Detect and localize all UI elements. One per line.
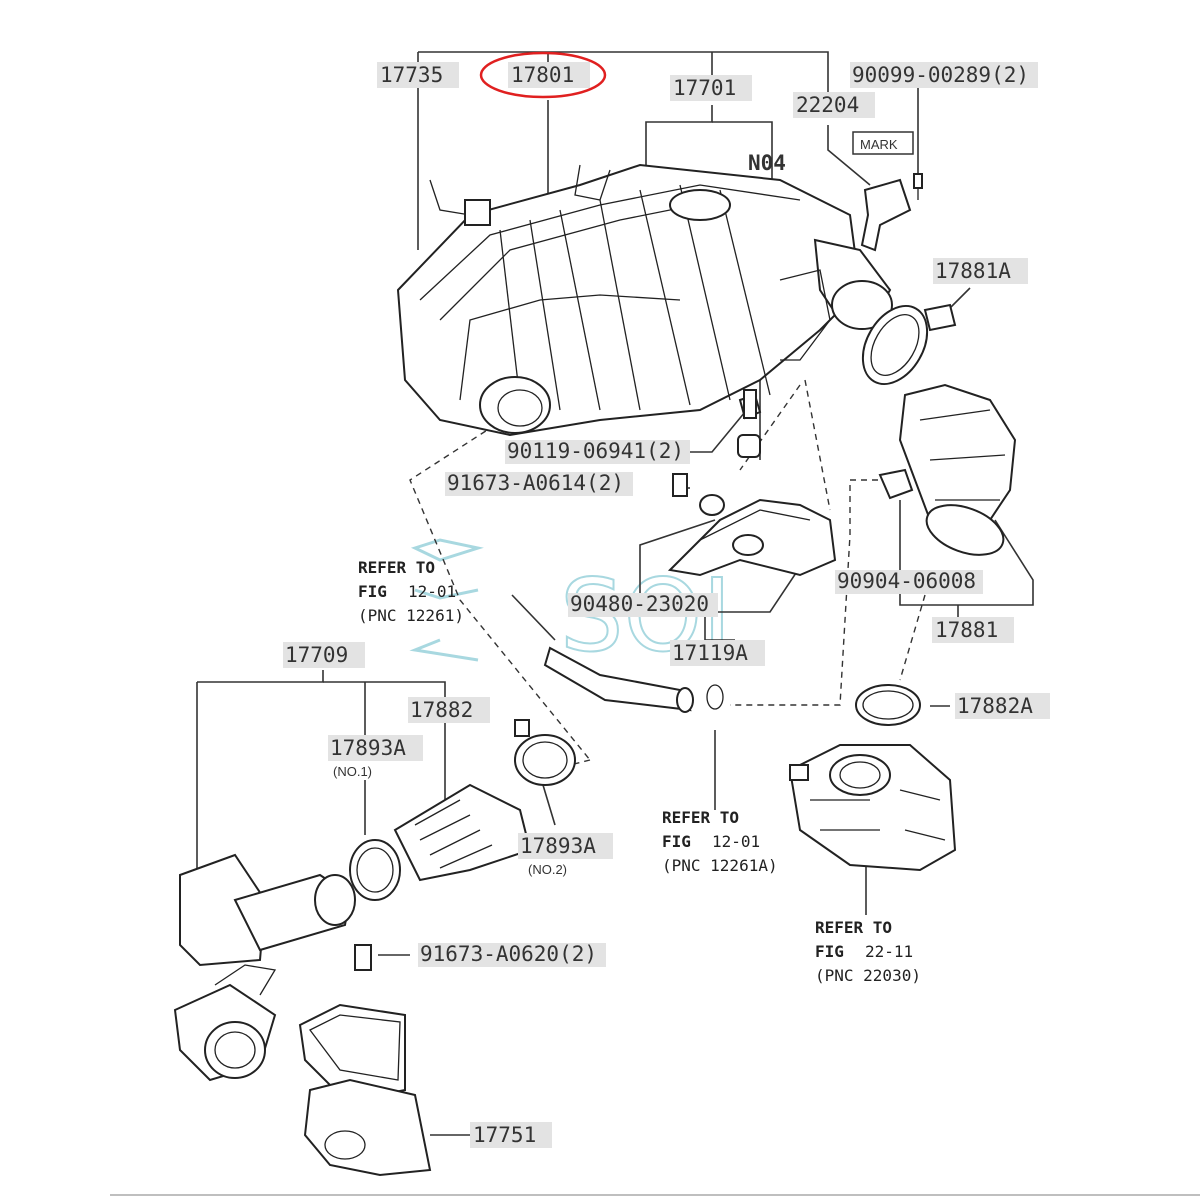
label-90119-06941: 90119-06941(2) (507, 439, 684, 463)
label-91673-a0614: 91673-A0614(2) (447, 471, 624, 495)
label-90480-23020: 90480-23020 (570, 592, 709, 616)
refer-1-pnc: (PNC 12261) (358, 606, 464, 625)
label-no1: (NO.1) (333, 764, 372, 779)
part-labels: 17735 17801 17701 90099-00289(2) 22204 N… (283, 51, 1050, 1148)
inlet-port (479, 376, 551, 434)
refer-2-pnc: (PNC 12261A) (662, 856, 778, 875)
refer-2-fig: FIG (662, 832, 691, 851)
dashed-lines (409, 379, 926, 771)
air-inlet-17751 (298, 1003, 432, 1177)
refer-2-line1: REFER TO (662, 808, 739, 827)
intake-boot (349, 719, 576, 901)
label-17882: 17882 (410, 698, 473, 722)
refer-1-fig: FIG (358, 582, 387, 601)
label-90099-00289: 90099-00289(2) (852, 63, 1029, 87)
label-90904-06008: 90904-06008 (837, 569, 976, 593)
label-17709: 17709 (285, 643, 348, 667)
refer-note-1: REFER TO FIG 12-01 (PNC 12261) (358, 558, 464, 625)
label-no2: (NO.2) (528, 862, 567, 877)
label-17881: 17881 (935, 618, 998, 642)
bracket-assembly (667, 389, 837, 577)
refer-3-fignum: 22-11 (865, 942, 913, 961)
label-17893a-no2: 17893A (520, 834, 596, 858)
breather-hose (543, 646, 724, 713)
mark-box (852, 131, 914, 155)
refer-3-pnc: (PNC 22030) (815, 966, 921, 985)
intake-hose-right (861, 303, 1017, 556)
refer-note-3: REFER TO FIG 22-11 (PNC 22030) (815, 918, 921, 985)
label-17881a: 17881A (935, 259, 1011, 283)
label-17701: 17701 (673, 76, 736, 100)
label-17882a: 17882A (957, 694, 1033, 718)
refer-3-fig: FIG (815, 942, 844, 961)
label-n04: N04 (748, 151, 786, 175)
air-cleaner-assembly (396, 163, 893, 437)
bolt-91673-a0620 (354, 944, 372, 971)
label-22204: 22204 (796, 93, 859, 117)
highlight-circle (479, 51, 607, 99)
throttle-body (788, 744, 957, 872)
label-17119a: 17119A (672, 641, 748, 665)
label-17893a-no1: 17893A (330, 736, 406, 760)
label-17751: 17751 (473, 1123, 536, 1147)
label-17735: 17735 (380, 63, 443, 87)
refer-1-fignum: 12-01 (408, 582, 456, 601)
refer-3-line1: REFER TO (815, 918, 892, 937)
label-17801: 17801 (511, 63, 574, 87)
mark-label: MARK (860, 137, 898, 152)
airflow-sensor (860, 173, 923, 252)
refer-2-fignum: 12-01 (712, 832, 760, 851)
resonator-duct (173, 853, 356, 1082)
refer-1-line1: REFER TO (358, 558, 435, 577)
clamp-17882a (855, 684, 921, 726)
label-91673-a0620: 91673-A0620(2) (420, 942, 597, 966)
refer-note-2: REFER TO FIG 12-01 (PNC 12261A) (662, 808, 778, 875)
